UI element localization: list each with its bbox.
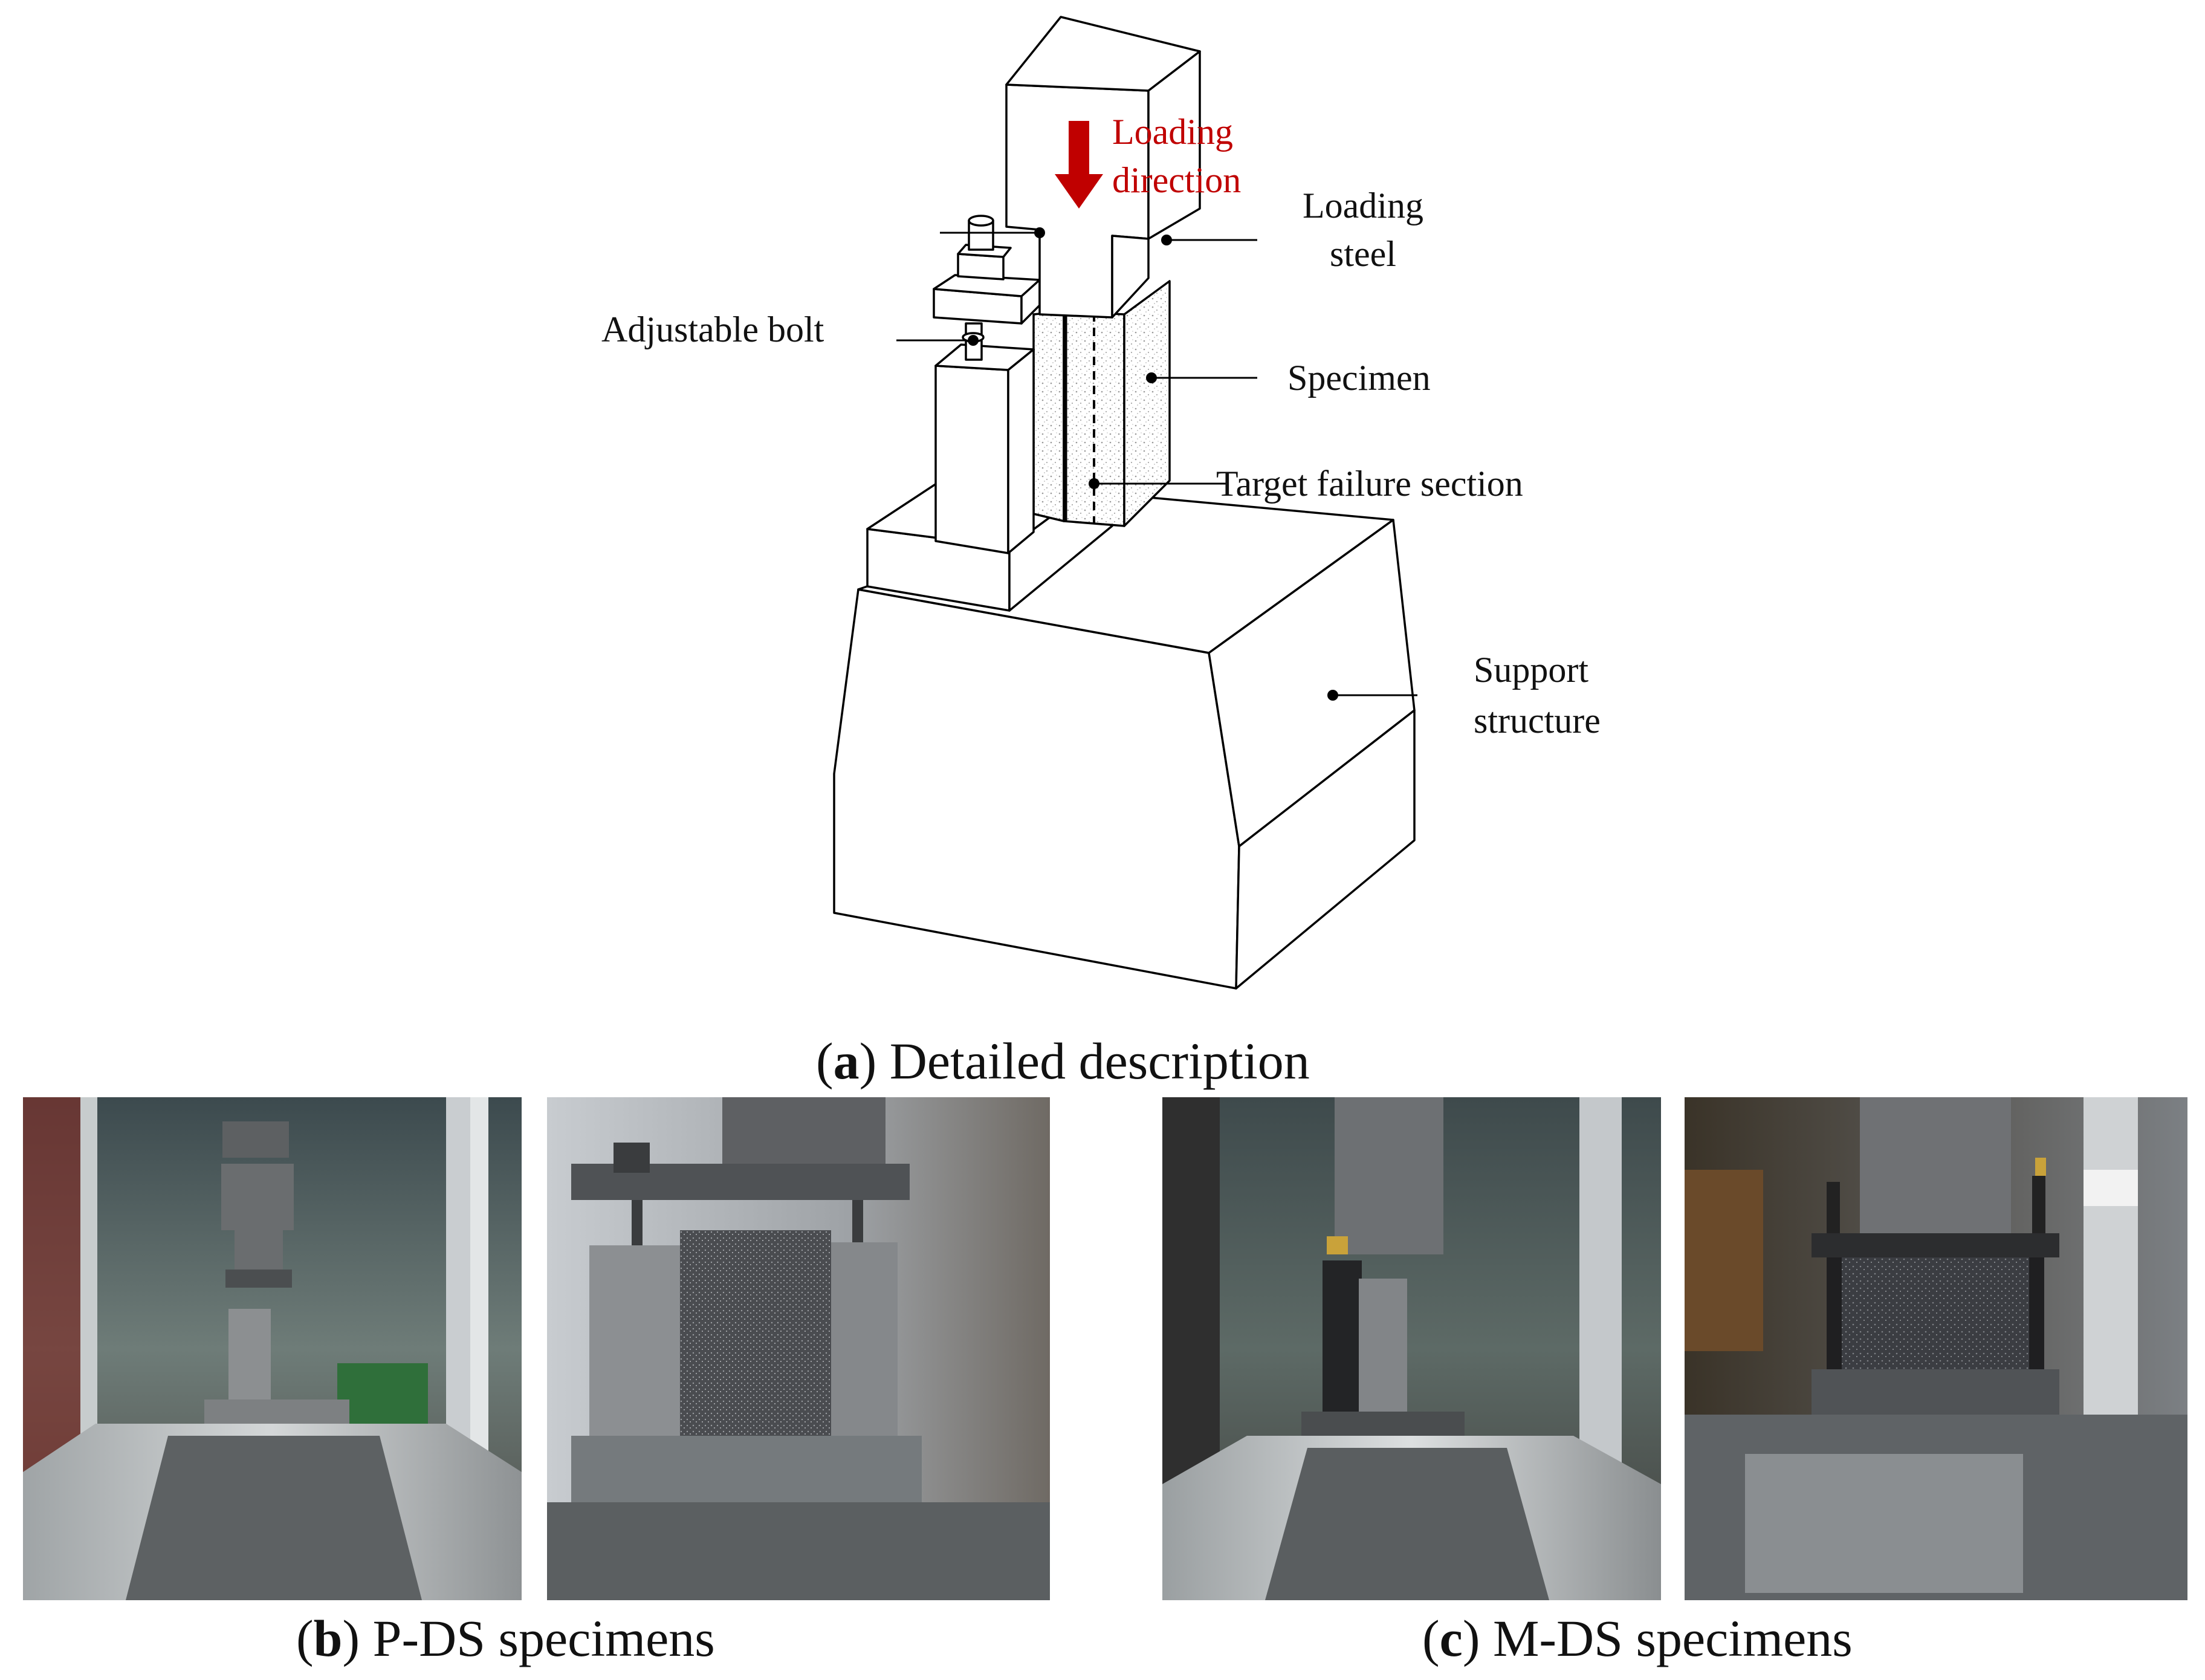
- caption-c-letter: c: [1439, 1609, 1463, 1667]
- caption-b: (b) P-DS specimens: [296, 1609, 715, 1667]
- caption-a-text: Detailed description: [889, 1032, 1310, 1090]
- loading-steel-label-2: steel: [1330, 234, 1396, 274]
- target-failure-section-label: Target failure section: [1216, 464, 1523, 504]
- support-structure-label-1: Support: [1474, 650, 1588, 690]
- caption-b-letter: b: [313, 1609, 343, 1667]
- support-structure: [833, 495, 1416, 990]
- adjustable-bolt: [933, 215, 1041, 361]
- caption-b-text: P-DS specimens: [372, 1609, 715, 1667]
- test-setup-diagram: Loading direction Loading steel Adjustab…: [601, 16, 1601, 990]
- loading-direction-label-2: direction: [1112, 160, 1241, 200]
- caption-c-text: M-DS specimens: [1492, 1609, 1853, 1667]
- left-steel-column: [934, 343, 1035, 554]
- caption-c: (c) M-DS specimens: [1422, 1609, 1853, 1667]
- leader-lines: [896, 232, 1417, 696]
- caption-a: (a) Detailed description: [816, 1032, 1310, 1090]
- photo-mds-closeup: [1685, 1097, 2187, 1600]
- photo-mds-front: [1162, 1097, 1661, 1600]
- loading-direction-label-1: Loading: [1112, 112, 1233, 152]
- photo-pds-closeup: [547, 1097, 1050, 1600]
- loading-steel-label-1: Loading: [1303, 186, 1423, 225]
- photo-pds-front: [23, 1097, 522, 1600]
- leader-dots: [968, 227, 1338, 701]
- caption-a-letter: a: [833, 1032, 860, 1090]
- loading-direction-arrow: [1055, 121, 1103, 209]
- specimen-label: Specimen: [1287, 358, 1431, 398]
- support-structure-label-2: structure: [1474, 701, 1601, 741]
- adjustable-bolt-label: Adjustable bolt: [601, 310, 824, 349]
